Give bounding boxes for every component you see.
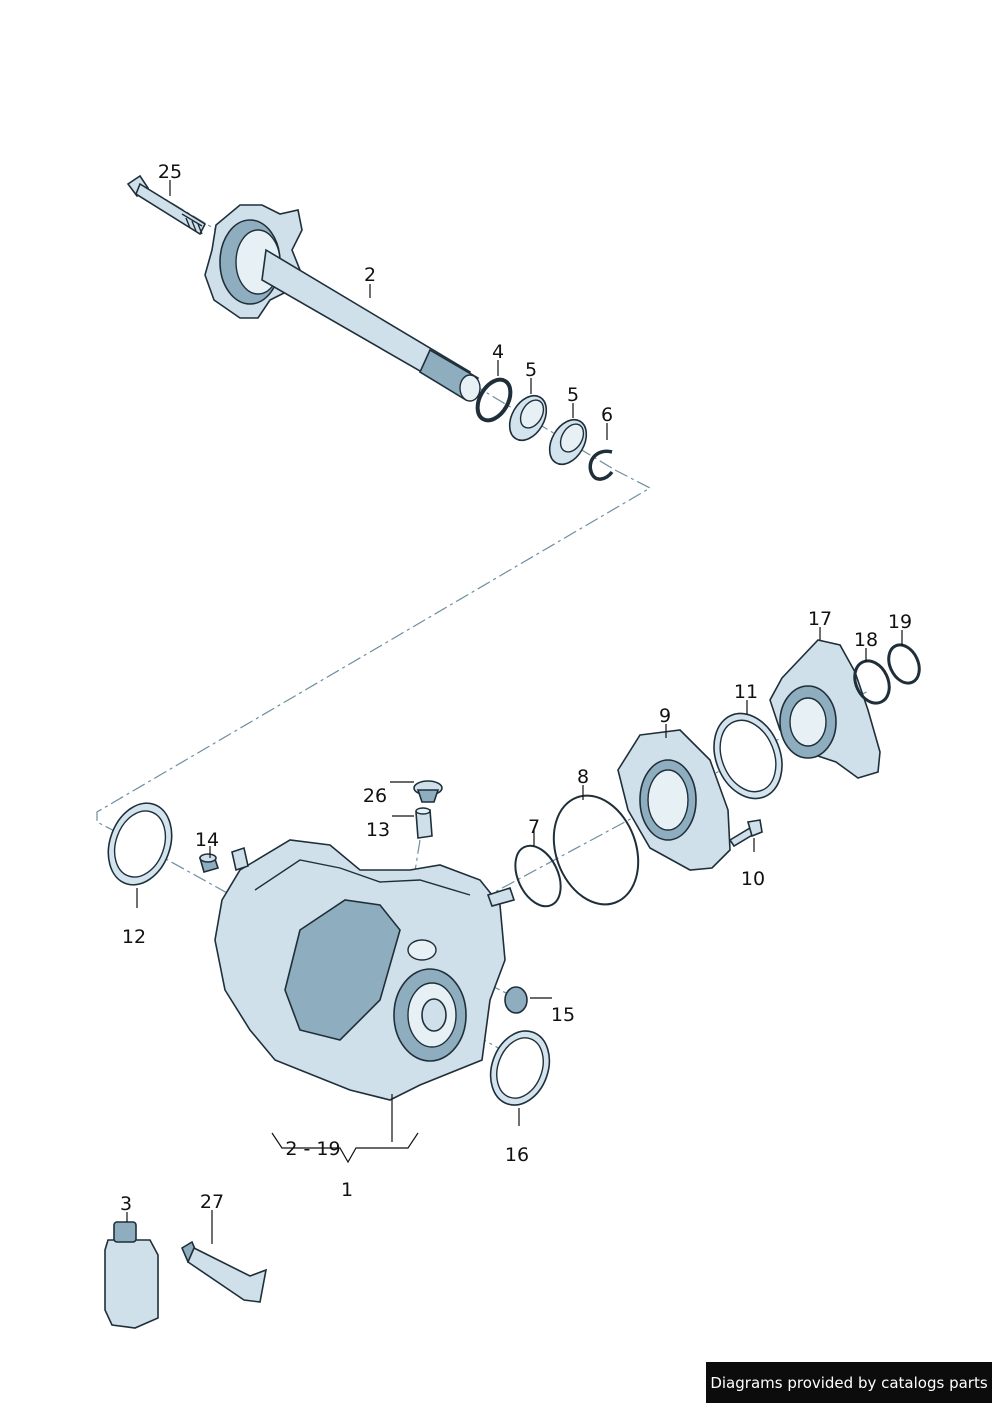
callout-16: 16 xyxy=(505,1144,529,1166)
callout-5a: 5 xyxy=(525,359,537,381)
bearing-cover-9 xyxy=(617,729,731,871)
callout-15: 15 xyxy=(551,1004,575,1026)
callout-27: 27 xyxy=(200,1191,224,1213)
seal-ring-11-inner xyxy=(719,719,777,793)
callout-11: 11 xyxy=(734,681,758,703)
transfer-case-housing-1 xyxy=(214,839,516,1101)
cap-15 xyxy=(504,986,528,1014)
credit-banner: Diagrams provided by catalogs parts xyxy=(706,1362,992,1403)
leader-lines xyxy=(126,180,903,1244)
bearing-5a xyxy=(508,394,548,442)
callout-17: 17 xyxy=(808,608,832,630)
callout-10: 10 xyxy=(741,868,765,890)
callout-3: 3 xyxy=(120,1193,132,1215)
seal-16-inner xyxy=(496,1037,544,1099)
callout-4: 4 xyxy=(492,341,504,363)
breather-14 xyxy=(198,853,220,873)
sleeve-13 xyxy=(415,807,433,839)
callout-range-2-19: 2 - 19 xyxy=(285,1138,340,1160)
callout-25: 25 xyxy=(158,161,182,183)
plug-26 xyxy=(413,780,443,803)
callout-8: 8 xyxy=(577,766,589,788)
seal-12-inner xyxy=(113,810,167,878)
callout-12: 12 xyxy=(122,926,146,948)
oil-bottle-3 xyxy=(104,1221,159,1329)
axis-line-stud xyxy=(411,839,421,891)
ring-19 xyxy=(887,643,921,685)
callout-18: 18 xyxy=(854,629,878,651)
callout-7: 7 xyxy=(528,816,540,838)
o-ring-7 xyxy=(514,844,562,908)
tube-27 xyxy=(180,1240,268,1303)
callout-14: 14 xyxy=(195,829,219,851)
o-ring-8 xyxy=(552,794,640,906)
drive-shaft-2 xyxy=(204,204,481,402)
circlip-6 xyxy=(588,449,614,481)
callout-5b: 5 xyxy=(567,384,579,406)
bolt-10 xyxy=(728,819,763,848)
callout-9: 9 xyxy=(659,705,671,727)
callout-1: 1 xyxy=(341,1179,353,1201)
callout-6: 6 xyxy=(601,404,613,426)
bearing-5b xyxy=(548,418,588,466)
callout-19: 19 xyxy=(888,611,912,633)
callout-2: 2 xyxy=(364,264,376,286)
bolt-25 xyxy=(126,174,207,236)
callout-13: 13 xyxy=(366,819,390,841)
ring-4 xyxy=(475,377,513,423)
ring-18 xyxy=(853,659,891,705)
callout-26: 26 xyxy=(363,785,387,807)
